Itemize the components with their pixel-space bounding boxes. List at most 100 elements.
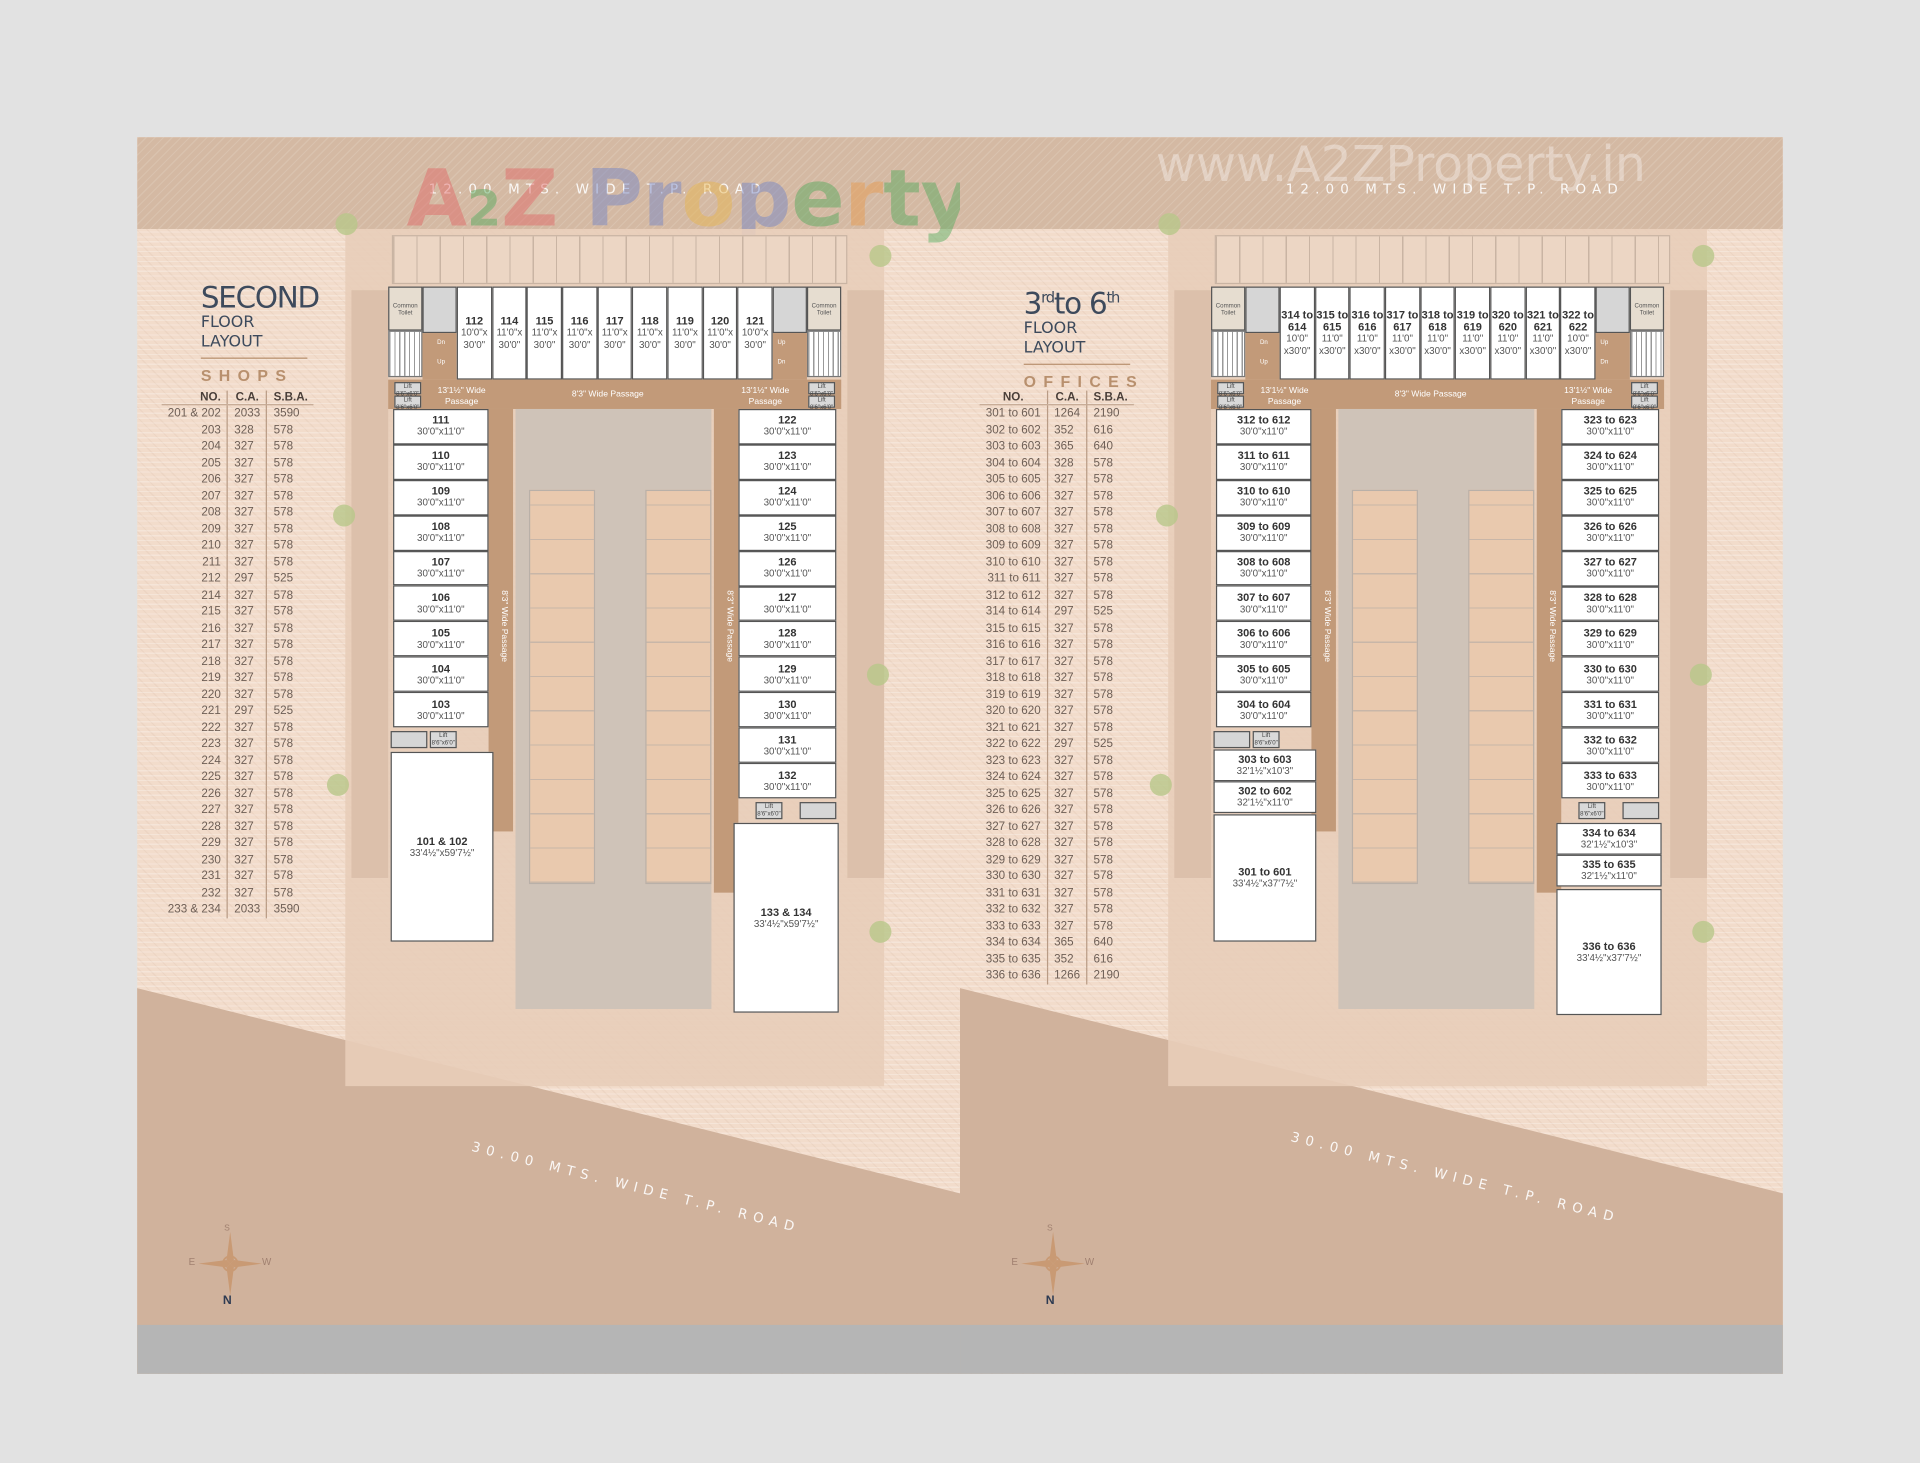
stair-dn-label: Dn — [437, 339, 445, 347]
compass-south: S — [224, 1224, 230, 1234]
left-vertical-passage-label: 8'3" Wide Passage — [499, 590, 509, 663]
stair-up-label-right: Up — [777, 339, 786, 347]
compass-west: W — [262, 1256, 272, 1268]
unit-301-601[interactable]: 301 to 601 33'4½"x37'7½" — [1213, 814, 1317, 942]
common-toilet-left: Common Toilet — [388, 286, 423, 331]
unit-336-636[interactable]: 336 to 636 33'4½"x37'7½" — [1556, 888, 1662, 1016]
unit-133-134[interactable]: 133 & 134 33'4½"x59'7½" — [733, 822, 839, 1013]
unit-101-102[interactable]: 101 & 102 33'4½"x59'7½" — [390, 751, 494, 942]
shaft-left — [422, 286, 457, 334]
second-floor-page: 12.00 MTS. WIDE T.P. ROAD 30.00 MTS. WID… — [137, 137, 961, 1374]
tree-icon — [326, 773, 349, 796]
right-vertical-passage — [713, 408, 739, 893]
top-passage — [388, 379, 842, 409]
stair-dn-label-right: Dn — [777, 358, 786, 367]
top-road-label: 12.00 MTS. WIDE T.P. ROAD — [1285, 181, 1624, 198]
staircase-right — [1629, 330, 1665, 378]
tree-icon — [1692, 920, 1715, 943]
tree-icon — [335, 213, 358, 236]
lift-1: Lift 8'6"x6'0" — [394, 382, 422, 398]
